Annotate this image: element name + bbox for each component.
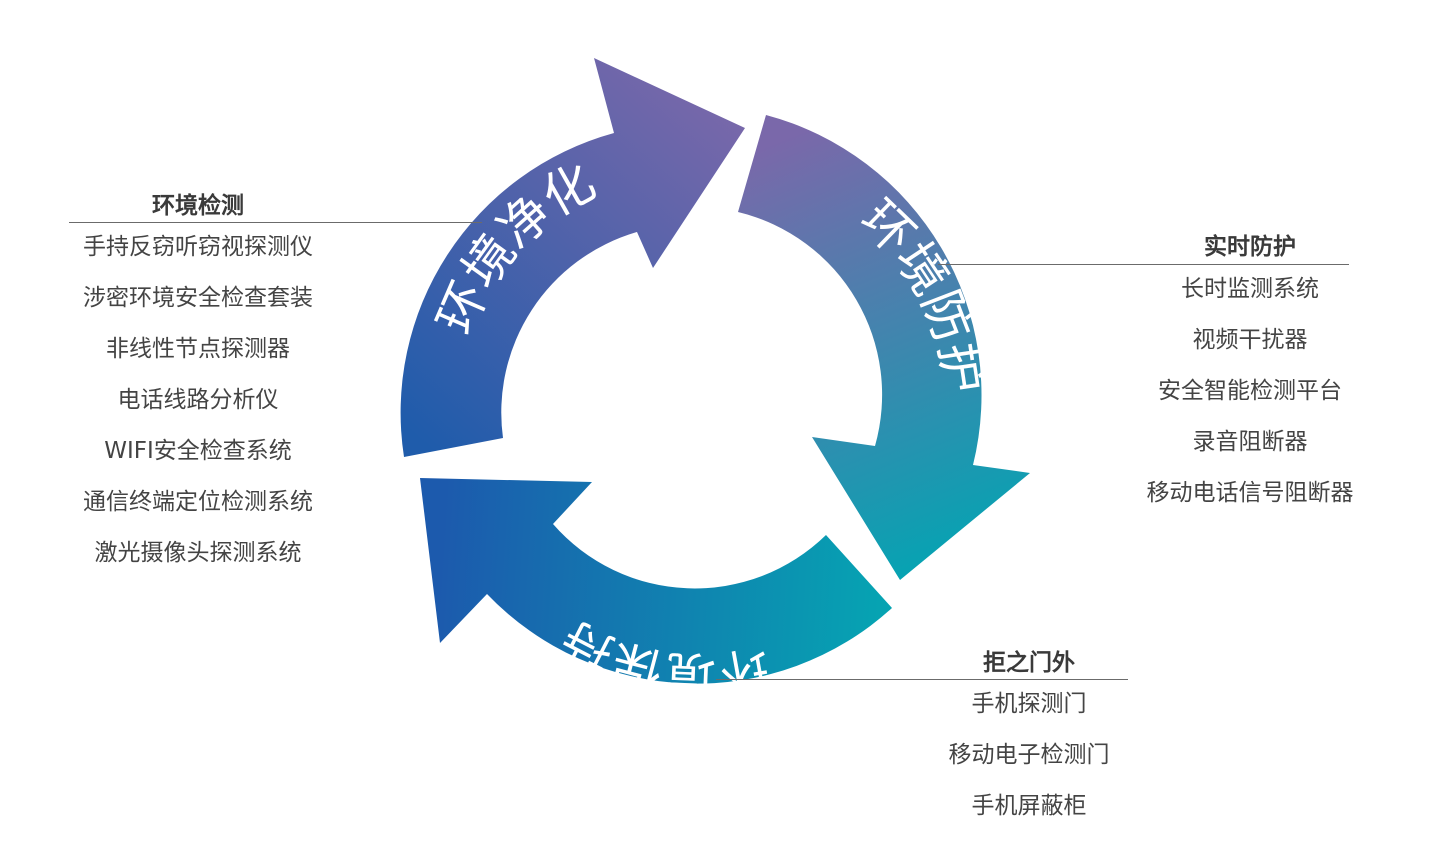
list-item: 移动电话信号阻断器 [1146,480,1354,506]
list-item: 涉密环境安全检查套装 [83,285,313,311]
right-panel-divider [938,264,1349,265]
left-panel-divider [69,222,482,223]
list-item: 手持反窃听窃视探测仪 [83,234,313,260]
bottom-panel-title: 拒之门外 [983,650,1075,676]
list-item: 手机探测门 [971,691,1087,717]
list-item: 电话线路分析仪 [117,387,279,413]
bottom-panel-divider [716,679,1128,680]
list-item: WIFI安全检查系统 [104,438,292,464]
list-item: 激光摄像头探测系统 [94,540,302,566]
list-item: 非线性节点探测器 [106,336,290,362]
bottom-panel-list: 手机探测门 移动电子检测门 手机屏蔽柜 [949,689,1110,842]
cycle-arrow-maintain [420,478,892,684]
left-panel-list: 手持反窃听窃视探测仪 涉密环境安全检查套装 非线性节点探测器 电话线路分析仪 W… [83,232,313,589]
list-item: 通信终端定位检测系统 [83,489,313,515]
list-item: 安全智能检测平台 [1158,378,1342,404]
list-item: 移动电子检测门 [948,742,1110,768]
list-item: 视频干扰器 [1192,327,1308,353]
right-panel-title: 实时防护 [1204,234,1296,260]
left-panel-title: 环境检测 [152,193,244,219]
list-item: 长时监测系统 [1181,276,1319,302]
cycle-arrow-protect [738,115,1030,580]
list-item: 录音阻断器 [1192,429,1308,455]
list-item: 手机屏蔽柜 [971,793,1087,819]
cycle-arrow-purify [400,58,745,457]
right-panel-list: 长时监测系统 视频干扰器 安全智能检测平台 录音阻断器 移动电话信号阻断器 [1147,274,1354,529]
